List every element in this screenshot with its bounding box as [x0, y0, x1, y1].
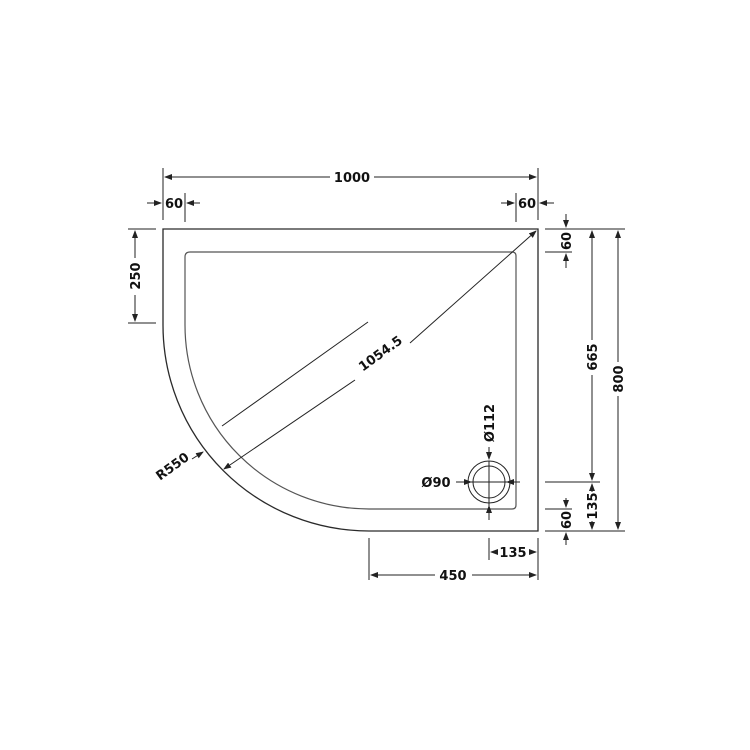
dim-left-rim: 60: [147, 193, 200, 222]
dim-overall-depth: 800: [612, 230, 627, 530]
dim-straight-left-side: 250: [128, 228, 156, 324]
svg-text:665: 665: [586, 343, 601, 370]
svg-text:60: 60: [560, 232, 575, 250]
svg-text:250: 250: [129, 262, 144, 289]
svg-text:135: 135: [499, 546, 526, 561]
svg-text:60: 60: [560, 511, 575, 529]
tray-inner-outline: [184, 251, 517, 510]
svg-text:60: 60: [165, 197, 183, 212]
tray-outer-outline: [162, 228, 539, 532]
dim-waste-to-bottom: 135: [586, 483, 601, 530]
dim-waste-outer-diameter: Ø112: [483, 404, 498, 520]
dim-radius: R550: [154, 450, 204, 484]
svg-text:1054.5: 1054.5: [356, 333, 405, 375]
svg-text:800: 800: [612, 365, 627, 392]
svg-text:Ø90: Ø90: [421, 476, 450, 491]
dim-waste-to-right: 135: [488, 538, 539, 580]
svg-text:R550: R550: [154, 450, 193, 484]
dim-right-rim: 60: [501, 193, 554, 222]
svg-text:135: 135: [586, 492, 601, 519]
waste-outlet: [467, 460, 520, 508]
label-1000: 1000: [334, 171, 370, 186]
dim-top-right-rim: 60: [560, 214, 575, 268]
svg-text:450: 450: [439, 569, 466, 584]
svg-text:Ø112: Ø112: [483, 404, 498, 442]
dim-waste-inner-diameter: Ø90: [421, 476, 520, 491]
svg-text:60: 60: [518, 197, 536, 212]
dim-straight-bottom-side: 450: [368, 538, 537, 584]
dim-overall-width: 1000: [162, 168, 539, 220]
dim-waste-to-top: 665: [586, 230, 601, 481]
dim-bottom-rim: 60: [560, 498, 575, 545]
